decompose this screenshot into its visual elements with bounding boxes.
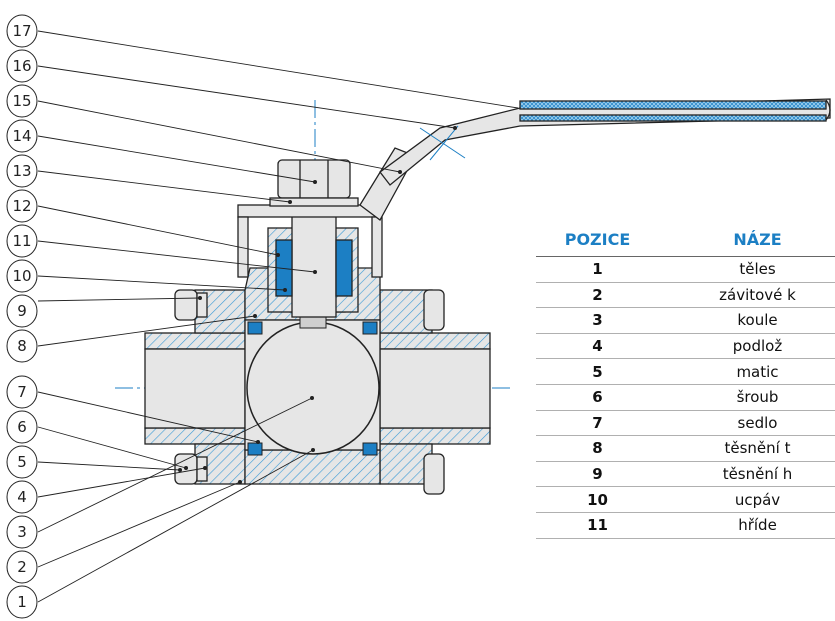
svg-text:15: 15: [12, 92, 31, 110]
callout-15: 15: [6, 84, 38, 118]
svg-text:12: 12: [12, 197, 31, 215]
stem-assembly: [237, 204, 383, 318]
callout-2: 2: [6, 550, 38, 584]
callout-6: 6: [6, 410, 38, 444]
svg-text:4: 4: [17, 488, 27, 506]
ball: [246, 321, 380, 455]
seats: [247, 321, 378, 456]
handle-axis-mark: [419, 127, 466, 159]
svg-text:3: 3: [17, 523, 27, 541]
handle-axis-mark: [429, 125, 459, 161]
callout-8: 8: [6, 329, 38, 363]
svg-text:9: 9: [17, 302, 27, 320]
callout-11: 11: [6, 224, 38, 258]
callout-1: 1: [6, 585, 38, 619]
leader-dots: [178, 126, 457, 484]
stem-nut: [269, 159, 359, 207]
callout-14: 14: [6, 119, 38, 153]
callout-7: 7: [6, 375, 38, 409]
leader-lines: [37, 30, 519, 603]
bolt-top: [174, 289, 445, 331]
svg-text:5: 5: [17, 453, 27, 471]
svg-text:17: 17: [12, 22, 31, 40]
callout-16: 16: [6, 49, 38, 83]
svg-text:1: 1: [17, 593, 27, 611]
svg-text:6: 6: [17, 418, 27, 436]
svg-text:2: 2: [17, 558, 27, 576]
callout-13: 13: [6, 154, 38, 188]
callout-10: 10: [6, 259, 38, 293]
svg-text:14: 14: [12, 127, 31, 145]
callout-3: 3: [6, 515, 38, 549]
callout-17: 17: [6, 14, 38, 48]
svg-text:11: 11: [12, 232, 31, 250]
lever-handle: [359, 98, 831, 221]
svg-text:10: 10: [12, 267, 31, 285]
svg-text:13: 13: [12, 162, 31, 180]
callout-4: 4: [6, 480, 38, 514]
svg-text:8: 8: [17, 337, 27, 355]
callout-12: 12: [6, 189, 38, 223]
ball-slot: [299, 315, 327, 329]
svg-text:7: 7: [17, 383, 27, 401]
callouts: 17 16 15 14 13 12 11 10 9 8 7 6 5 4 3 2 …: [6, 14, 38, 619]
callout-9: 9: [6, 294, 38, 328]
svg-text:16: 16: [12, 57, 31, 75]
callout-5: 5: [6, 445, 38, 479]
